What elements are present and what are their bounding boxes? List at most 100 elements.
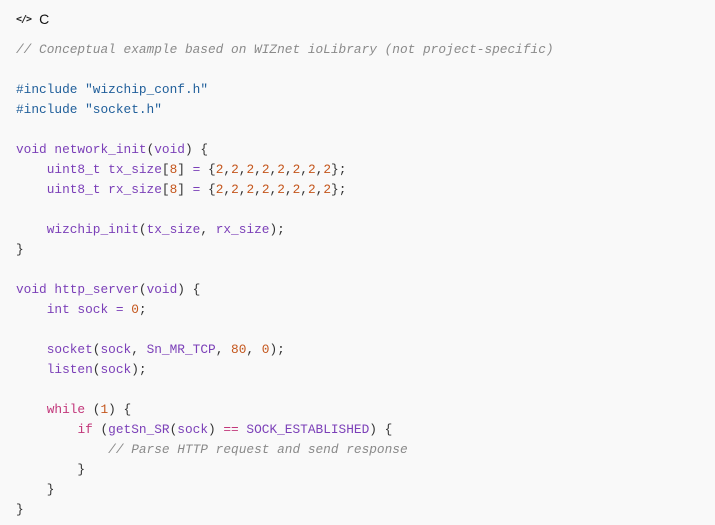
code-line: while (1) { xyxy=(16,400,554,420)
code-token: sock xyxy=(177,422,208,437)
code-token: = xyxy=(192,162,201,177)
code-token: #include xyxy=(16,102,86,117)
code-line: wizchip_init(tx_size, rx_size); xyxy=(16,220,554,240)
code-token xyxy=(16,222,47,237)
code-token: uint8_t rx_size xyxy=(46,182,162,197)
code-token: , xyxy=(238,162,247,177)
code-icon: </> xyxy=(16,13,32,25)
code-token: 80 xyxy=(231,342,247,357)
code-token: ( xyxy=(138,282,147,297)
code-line: listen(sock); xyxy=(16,360,554,380)
code-token: 2 xyxy=(323,182,332,197)
code-token: , xyxy=(254,182,262,197)
code-token: ); xyxy=(131,362,147,377)
code-token: 2 xyxy=(307,182,316,197)
code-line: void http_server(void) { xyxy=(16,280,554,300)
code-token: "wizchip_conf.h" xyxy=(85,82,208,97)
code-token: "socket.h" xyxy=(85,102,162,117)
code-token: , xyxy=(254,162,262,177)
code-token: ; xyxy=(138,302,147,317)
code-token: ) { xyxy=(184,142,209,157)
code-token: 2 xyxy=(261,162,270,177)
code-token xyxy=(16,162,47,177)
code-token: } xyxy=(16,242,24,257)
code-token xyxy=(16,442,108,457)
code-token: ( xyxy=(92,362,101,377)
code-token: , xyxy=(215,342,232,357)
code-token: 0 xyxy=(261,342,270,357)
code-token: void network_init xyxy=(16,142,147,157)
code-token xyxy=(16,402,47,417)
code-token: ( xyxy=(138,222,147,237)
code-line: #include "socket.h" xyxy=(16,100,554,120)
code-token: , xyxy=(223,162,232,177)
code-token: , xyxy=(300,162,308,177)
code-line: uint8_t tx_size[8] = {2,2,2,2,2,2,2,2}; xyxy=(16,160,554,180)
code-line: socket(sock, Sn_MR_TCP, 80, 0); xyxy=(16,340,554,360)
code-token: 2 xyxy=(277,182,285,197)
code-token: == xyxy=(223,422,239,437)
code-line xyxy=(16,380,554,400)
code-token: socket xyxy=(46,342,93,357)
code-token xyxy=(16,422,77,437)
code-token: { xyxy=(200,162,216,177)
code-line: #include "wizchip_conf.h" xyxy=(16,80,554,100)
code-token: 2 xyxy=(292,182,301,197)
code-line xyxy=(16,60,554,80)
code-token: , xyxy=(269,182,278,197)
code-token: }; xyxy=(331,182,347,197)
code-token: [ xyxy=(161,162,170,177)
code-token: , xyxy=(200,222,216,237)
code-token: ( xyxy=(92,422,109,437)
code-token: #include xyxy=(16,82,86,97)
code-token: SOCK_ESTABLISHED xyxy=(246,422,370,437)
code-token: 1 xyxy=(100,402,109,417)
code-token: int sock = xyxy=(46,302,132,317)
code-token: ( xyxy=(85,402,101,417)
code-token: tx_size xyxy=(146,222,201,237)
code-token: , xyxy=(284,162,293,177)
code-block-header: </> C xyxy=(16,9,49,29)
code-line: uint8_t rx_size[8] = {2,2,2,2,2,2,2,2}; xyxy=(16,180,554,200)
code-token: ); xyxy=(269,342,285,357)
code-token: // Conceptual example based on WIZnet io… xyxy=(16,42,554,57)
code-token: while xyxy=(46,402,86,417)
code-token: , xyxy=(131,342,147,357)
code-line xyxy=(16,320,554,340)
code-token: [ xyxy=(161,182,170,197)
code-token: 2 xyxy=(215,182,224,197)
code-token: 2 xyxy=(277,162,285,177)
code-token: // Parse HTTP request and send response xyxy=(108,442,408,457)
code-line: // Parse HTTP request and send response xyxy=(16,440,554,460)
code-token: 8 xyxy=(169,182,178,197)
code-token: 2 xyxy=(261,182,270,197)
code-token: sock xyxy=(100,362,132,377)
code-line: } xyxy=(16,500,554,520)
code-token: ( xyxy=(146,142,155,157)
code-token: } xyxy=(16,502,24,517)
code-token: 2 xyxy=(246,182,255,197)
code-line: } xyxy=(16,240,554,260)
code-token: , xyxy=(238,182,247,197)
code-token: } xyxy=(16,482,55,497)
code-token: }; xyxy=(331,162,347,177)
code-line: } xyxy=(16,480,554,500)
code-token: 2 xyxy=(323,162,332,177)
code-token: ] xyxy=(177,182,193,197)
code-token: , xyxy=(246,342,262,357)
code-token: rx_size xyxy=(215,222,270,237)
code-token: , xyxy=(284,182,293,197)
code-token: void xyxy=(146,282,178,297)
code-token: , xyxy=(269,162,278,177)
code-token: listen xyxy=(46,362,93,377)
code-line xyxy=(16,200,554,220)
code-token: ] xyxy=(177,162,193,177)
code-line: void network_init(void) { xyxy=(16,140,554,160)
code-line xyxy=(16,120,554,140)
code-token: void http_server xyxy=(16,282,139,297)
code-token xyxy=(16,302,47,317)
code-token: , xyxy=(300,182,308,197)
code-token xyxy=(16,182,47,197)
code-token: = xyxy=(192,182,201,197)
code-token: 2 xyxy=(231,162,239,177)
